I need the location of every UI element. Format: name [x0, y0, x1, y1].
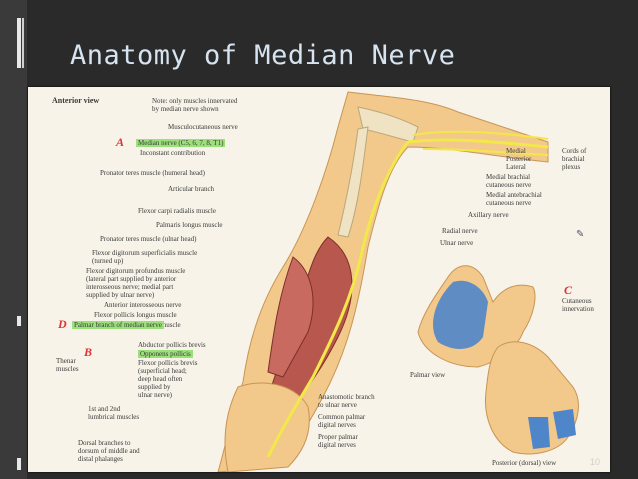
- label-median: Median nerve (C5, 6, 7, 8, T1): [136, 139, 226, 147]
- label-anterior-interosseous: Anterior interosseous nerve: [104, 301, 182, 309]
- label-ulnar: Ulnar nerve: [440, 239, 474, 247]
- label-medial-antebrachial: Medial antebrachial cutaneous nerve: [486, 191, 542, 207]
- anatomy-figure: ✎ Anterior view Note: only muscles inner…: [28, 87, 610, 472]
- label-fpl: Flexor pollicis longus muscle: [94, 311, 177, 319]
- label-opponens: Opponens pollicis: [138, 350, 193, 358]
- label-palmar-view: Palmar view: [410, 371, 446, 379]
- letter-b: B: [84, 345, 93, 359]
- label-radial: Radial nerve: [442, 227, 478, 235]
- view-title: Anterior view: [52, 96, 100, 105]
- letter-a: A: [116, 135, 125, 149]
- label-musculocutaneous: Musculocutaneous nerve: [168, 123, 238, 131]
- label-posterior-view: Posterior (dorsal) view: [492, 459, 557, 467]
- label-axillary: Axillary nerve: [468, 211, 509, 219]
- label-palmar-branch: Palmar branch of median nerve: [72, 321, 164, 329]
- label-common-palmar: Common palmar digital nerves: [318, 413, 366, 429]
- label-fds: Flexor digitorum superficialis muscle (t…: [92, 249, 198, 265]
- note: Note: only muscles innervated by median …: [152, 97, 238, 113]
- label-apb: Abductor pollicis brevis: [138, 341, 206, 349]
- accent-mark: [17, 316, 21, 326]
- label-fdp: Flexor digitorum profundus muscle (later…: [86, 267, 186, 299]
- accent-bar-thin: [22, 18, 24, 68]
- label-palmaris-longus: Palmaris longus muscle: [156, 221, 223, 229]
- label-lumbricals: 1st and 2nd lumbrical muscles: [88, 405, 140, 421]
- label-articular-branch: Articular branch: [168, 185, 215, 193]
- label-medial-brachial: Medial brachial cutaneous nerve: [486, 173, 532, 189]
- label-cords: Cords of brachial plexus: [562, 147, 587, 171]
- label-medial: Medial: [506, 147, 526, 155]
- label-anastomotic: Anastomotic branch to ulnar nerve: [318, 393, 375, 409]
- label-lateral: Lateral: [506, 163, 526, 171]
- accent-bar: [17, 18, 21, 68]
- label-pronator-teres-humeral: Pronator teres muscle (humeral head): [100, 169, 205, 177]
- label-pronator-teres-ulnar: Pronator teres muscle (ulnar head): [100, 235, 197, 243]
- slide-title: Anatomy of Median Nerve: [70, 40, 456, 71]
- svg-text:✎: ✎: [576, 229, 584, 240]
- label-dorsal-branches: Dorsal branches to dorsum of middle and …: [78, 439, 140, 463]
- label-inconstant: Inconstant contribution: [140, 149, 206, 157]
- label-flexor-carpi-radialis: Flexor carpi radialis muscle: [138, 207, 216, 215]
- arm-illustration: ✎: [217, 91, 584, 472]
- label-posterior: Posterior: [506, 155, 532, 163]
- page-number: 10: [589, 457, 600, 467]
- accent-mark-bottom: [17, 458, 21, 470]
- label-proper-palmar: Proper palmar digital nerves: [318, 433, 358, 449]
- letter-d: D: [58, 317, 67, 331]
- left-band: [0, 0, 27, 479]
- label-thenar: Thenar muscles: [56, 357, 79, 373]
- label-cutaneous-innervation: Cutaneous innervation: [562, 297, 594, 313]
- letter-c: C: [564, 283, 573, 297]
- label-fpb: Flexor pollicis brevis (superficial head…: [138, 359, 198, 399]
